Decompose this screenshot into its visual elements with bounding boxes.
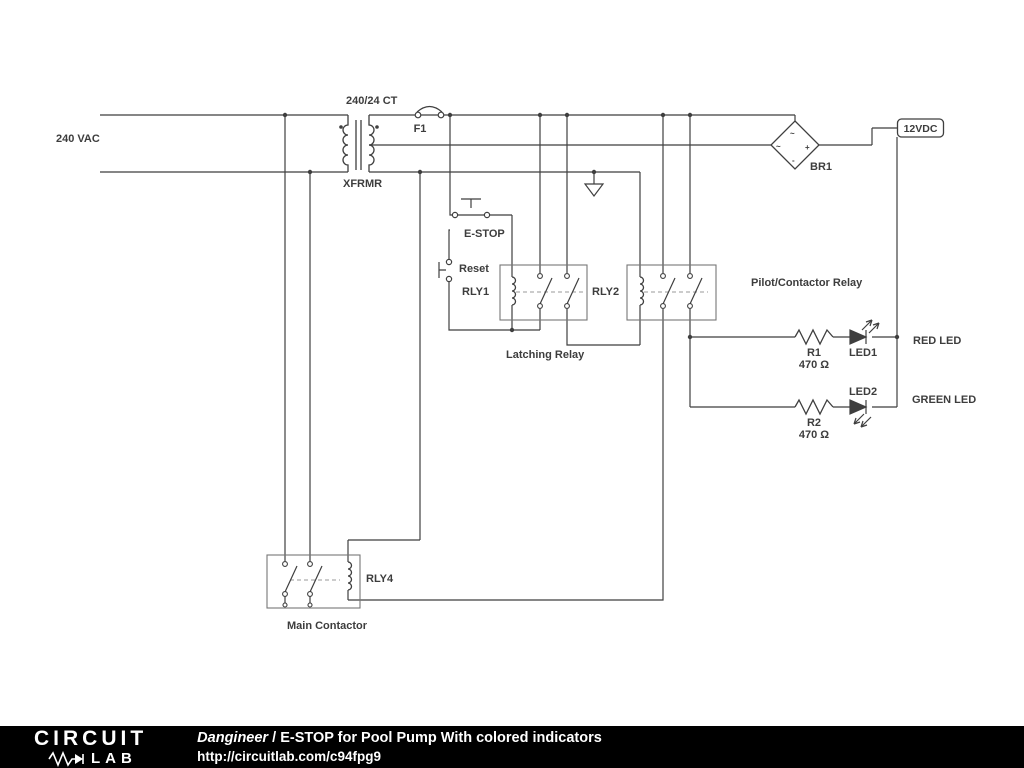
relay-rly1-symbol bbox=[499, 264, 588, 321]
schematic-title: Dangineer / E-STOP for Pool Pump With co… bbox=[197, 729, 602, 748]
relay-rly2-symbol bbox=[626, 264, 717, 321]
label-led1: LED1 bbox=[849, 347, 877, 359]
bridge-minus-mark: - bbox=[792, 156, 795, 165]
label-r2-value: 470 Ω bbox=[799, 429, 829, 441]
label-latching-relay: Latching Relay bbox=[506, 349, 585, 361]
label-br1: BR1 bbox=[810, 161, 832, 173]
label-r2: R2 bbox=[807, 417, 821, 429]
led2-symbol bbox=[849, 399, 872, 428]
schematic-url-link[interactable]: http://circuitlab.com/c94fpg9 bbox=[197, 748, 381, 764]
fuse-f1-symbol bbox=[414, 105, 445, 119]
label-green-led: GREEN LED bbox=[912, 394, 976, 406]
title-text: E-STOP for Pool Pump With colored indica… bbox=[280, 729, 602, 746]
label-240-24-ct: 240/24 CT bbox=[346, 95, 398, 107]
logo-lab-text: LAB bbox=[91, 750, 137, 767]
bridge-plus-mark: + bbox=[805, 143, 810, 152]
author-name: Dangineer bbox=[197, 729, 269, 746]
label-r1-value: 470 Ω bbox=[799, 359, 829, 371]
junction-dots bbox=[282, 112, 900, 340]
label-rly2: RLY2 bbox=[592, 286, 619, 298]
title-divider: / bbox=[268, 729, 281, 746]
footer-bar: CIRCUIT LAB Dangineer / E-STOP for Pool … bbox=[0, 726, 1024, 768]
estop-button-symbol bbox=[451, 198, 491, 219]
bridge-rectifier-br1-symbol: ~ ~ + - bbox=[770, 120, 820, 170]
wires bbox=[100, 114, 898, 603]
label-reset: Reset bbox=[459, 263, 489, 275]
resistor-diode-icon bbox=[48, 750, 84, 767]
label-f1: F1 bbox=[414, 123, 427, 135]
relay-rly4-symbol bbox=[266, 554, 361, 609]
net-flag-12vdc: 12VDC bbox=[896, 118, 945, 138]
label-r1: R1 bbox=[807, 347, 821, 359]
label-main-contactor: Main Contactor bbox=[287, 620, 368, 632]
resistor-r2-symbol bbox=[794, 398, 834, 416]
transformer-symbol bbox=[339, 115, 379, 172]
label-pilot-contactor-relay: Pilot/Contactor Relay bbox=[751, 277, 863, 289]
circuitlab-logo[interactable]: CIRCUIT LAB bbox=[34, 728, 147, 767]
net-flag-12vdc-label: 12VDC bbox=[904, 123, 938, 135]
label-led2: LED2 bbox=[849, 386, 877, 398]
label-rly1: RLY1 bbox=[462, 286, 489, 298]
bridge-ac-left-mark: ~ bbox=[776, 142, 781, 151]
reset-button-symbol bbox=[438, 258, 453, 283]
label-rly4: RLY4 bbox=[366, 573, 394, 585]
label-xfrmr: XFRMR bbox=[343, 178, 382, 190]
label-estop: E-STOP bbox=[464, 228, 505, 240]
schematic-canvas: ~ ~ + - 12VDC bbox=[56, 95, 976, 632]
polarity-dot bbox=[339, 125, 343, 129]
ground-symbol bbox=[583, 183, 605, 197]
polarity-dot bbox=[375, 125, 379, 129]
resistor-r1-symbol bbox=[794, 328, 834, 346]
label-240vac: 240 VAC bbox=[56, 133, 100, 145]
logo-circuit-text: CIRCUIT bbox=[34, 726, 148, 750]
led1-symbol bbox=[849, 319, 880, 345]
label-red-led: RED LED bbox=[913, 335, 961, 347]
bridge-ac-top-mark: ~ bbox=[790, 129, 795, 138]
